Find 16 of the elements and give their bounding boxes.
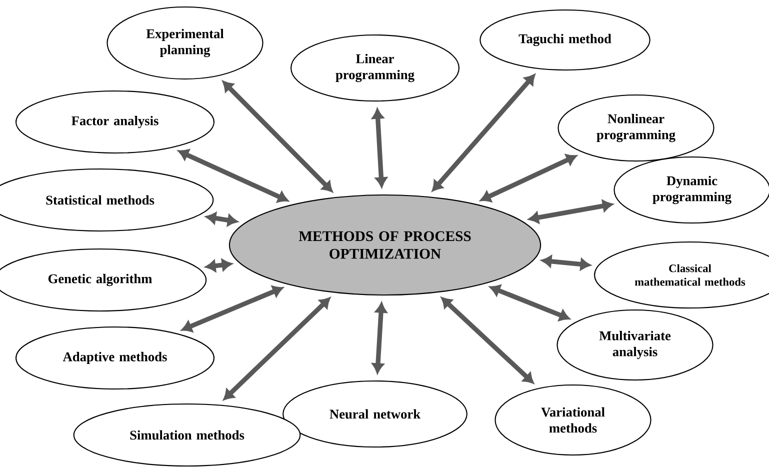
double-arrow xyxy=(432,74,535,192)
double-arrow xyxy=(372,302,387,374)
double-arrow xyxy=(542,256,590,270)
double-arrow xyxy=(441,297,534,384)
double-arrow xyxy=(206,212,238,226)
double-arrow xyxy=(528,200,613,224)
double-arrow xyxy=(222,81,333,192)
double-arrow xyxy=(372,108,387,188)
double-arrow xyxy=(490,284,570,321)
double-arrow xyxy=(480,154,576,202)
double-arrow xyxy=(224,298,330,400)
double-arrow xyxy=(182,286,283,332)
double-arrow xyxy=(206,259,232,272)
node-label: Simulation methods xyxy=(130,430,244,440)
node-label: Dynamic programming xyxy=(652,176,732,204)
double-arrow xyxy=(178,149,288,202)
